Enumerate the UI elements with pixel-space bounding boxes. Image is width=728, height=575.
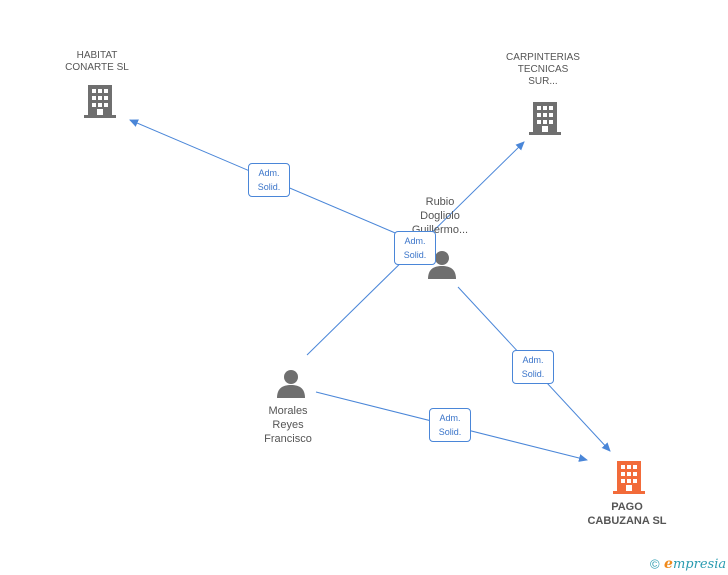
footer-brand[interactable]: © empresia: [650, 555, 726, 573]
role-badge-rubio-pago[interactable]: Adm. Solid.: [512, 350, 554, 384]
brand-logo: empresia: [664, 555, 727, 572]
building-icon[interactable]: [529, 102, 561, 136]
person-icon[interactable]: [276, 369, 306, 398]
copyright-icon: ©: [650, 556, 660, 572]
node-morales-label[interactable]: Morales Reyes Francisco: [264, 405, 312, 445]
node-habitat-label[interactable]: HABITAT CONARTE SL: [65, 50, 129, 73]
role-badge-morales-pago[interactable]: Adm. Solid.: [429, 408, 471, 442]
node-rubio-label[interactable]: Rubio Dogliolo Guillermo...: [411, 196, 469, 236]
node-carpinterias-label[interactable]: CARPINTERIAS TECNICAS SUR...: [506, 52, 580, 87]
building-icon[interactable]: [84, 85, 116, 119]
person-icon[interactable]: [427, 250, 457, 279]
building-focus-icon[interactable]: [613, 461, 645, 495]
node-pago-label[interactable]: PAGO CABUZANA SL: [587, 501, 667, 527]
role-badge-rubio-habitat[interactable]: Adm. Solid.: [248, 163, 290, 197]
role-badge-morales-carpinterias[interactable]: Adm. Solid.: [394, 231, 436, 265]
